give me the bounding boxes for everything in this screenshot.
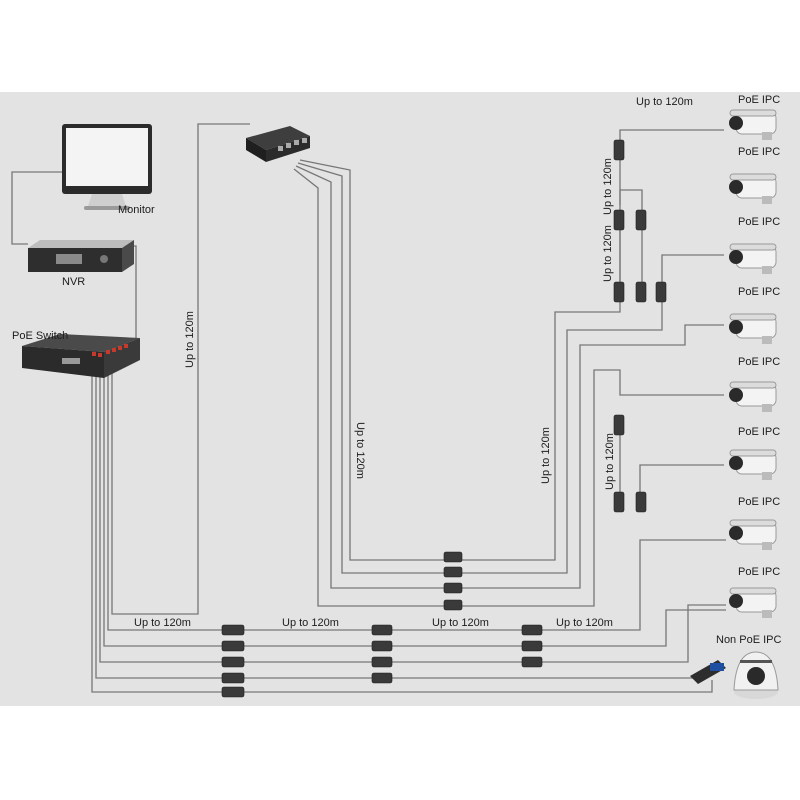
poe-camera-icon <box>729 313 777 344</box>
distance-label: Up to 120m <box>556 617 613 629</box>
coupler <box>371 624 393 636</box>
cable-branch-e <box>639 464 724 495</box>
poe-camera-icon <box>729 243 777 274</box>
camera-label-2: PoE IPC <box>738 146 781 158</box>
cable-trunk-5 <box>91 362 713 693</box>
coupler <box>635 209 647 231</box>
poe-camera-icon <box>729 587 777 618</box>
coupler <box>371 656 393 668</box>
distance-label: Up to 120m <box>354 422 366 479</box>
cable-switch-extender <box>111 123 250 615</box>
coupler <box>613 281 625 303</box>
poe-camera-icon <box>729 381 777 412</box>
distance-label: Up to 120m <box>282 617 339 629</box>
distance-label: Up to 120m <box>636 96 693 108</box>
distance-label: Up to 120m <box>602 225 614 282</box>
cable-ext-4 <box>293 168 724 607</box>
coupler <box>221 686 245 698</box>
coupler <box>443 599 463 611</box>
cable-trunk-3 <box>99 362 726 663</box>
coupler <box>221 624 245 636</box>
poe-splitter-icon <box>690 660 726 684</box>
coupler <box>443 566 463 578</box>
nvr-icon <box>28 240 134 272</box>
distance-label: Up to 120m <box>184 311 196 368</box>
poe-camera-icon <box>729 109 777 140</box>
cable-ext-1 <box>299 129 724 561</box>
camera-label-5: PoE IPC <box>738 356 781 368</box>
coupler <box>521 640 543 652</box>
nvr-label: NVR <box>62 276 86 288</box>
coupler <box>521 624 543 636</box>
cable-trunk-1 <box>107 362 726 631</box>
coupler <box>221 656 245 668</box>
poe-switch-label: PoE Switch <box>12 330 69 342</box>
distance-label: Up to 120m <box>432 617 489 629</box>
coupler <box>221 640 245 652</box>
non-poe-camera-icon <box>733 651 779 699</box>
coupler <box>655 281 667 303</box>
non-poe-camera-label: Non PoE IPC <box>716 634 782 646</box>
camera-label-7: PoE IPC <box>738 496 781 508</box>
poe-camera-icon <box>729 449 777 480</box>
camera-label-1: PoE IPC <box>738 94 781 106</box>
coupler <box>613 139 625 161</box>
distance-label: Up to 120m <box>134 617 191 629</box>
cable-branch-a <box>619 189 643 210</box>
monitor-label: Monitor <box>118 204 155 216</box>
cable-ext-3 <box>295 165 724 589</box>
coupler <box>371 640 393 652</box>
coupler <box>613 209 625 231</box>
distance-label: Up to 120m <box>602 158 614 215</box>
cable-monitor-nvr <box>11 171 62 245</box>
coupler <box>443 551 463 563</box>
camera-label-6: PoE IPC <box>738 426 781 438</box>
poe-extender-icon <box>246 126 310 162</box>
camera-label-4: PoE IPC <box>738 286 781 298</box>
coupler <box>613 491 625 513</box>
cable-trunk-2 <box>103 362 726 647</box>
coupler <box>613 414 625 436</box>
coupler <box>221 672 245 684</box>
camera-label-8: PoE IPC <box>738 566 781 578</box>
coupler <box>443 582 463 594</box>
coupler <box>371 672 393 684</box>
poe-switch-icon <box>22 334 140 378</box>
distance-label: Up to 120m <box>604 433 616 490</box>
coupler <box>521 656 543 668</box>
camera-label-3: PoE IPC <box>738 216 781 228</box>
diagram-background <box>0 92 800 706</box>
monitor-icon <box>62 124 152 210</box>
distance-label: Up to 120m <box>540 427 552 484</box>
poe-camera-icon <box>729 519 777 550</box>
cable-ext-2 <box>297 162 724 574</box>
poe-camera-icon <box>729 173 777 204</box>
coupler <box>635 491 647 513</box>
coupler <box>635 281 647 303</box>
